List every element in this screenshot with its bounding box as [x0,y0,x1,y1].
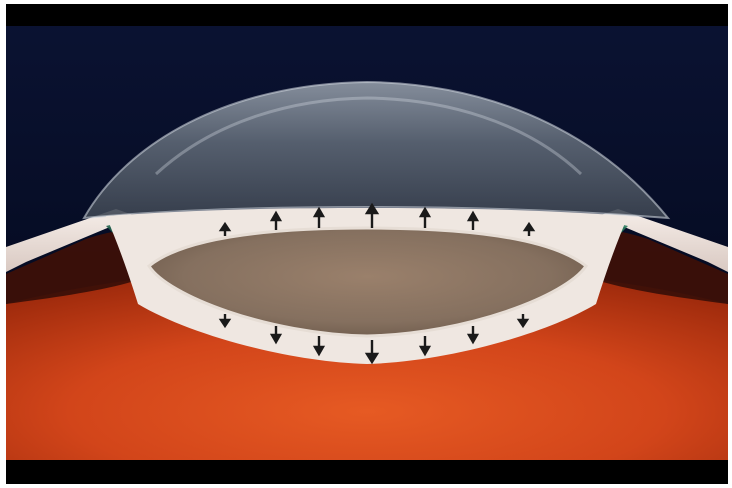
letterbox-top [6,4,728,26]
letterbox-bottom [6,460,728,484]
video-frame[interactable] [6,4,728,484]
eye-lens-illustration [6,4,728,484]
